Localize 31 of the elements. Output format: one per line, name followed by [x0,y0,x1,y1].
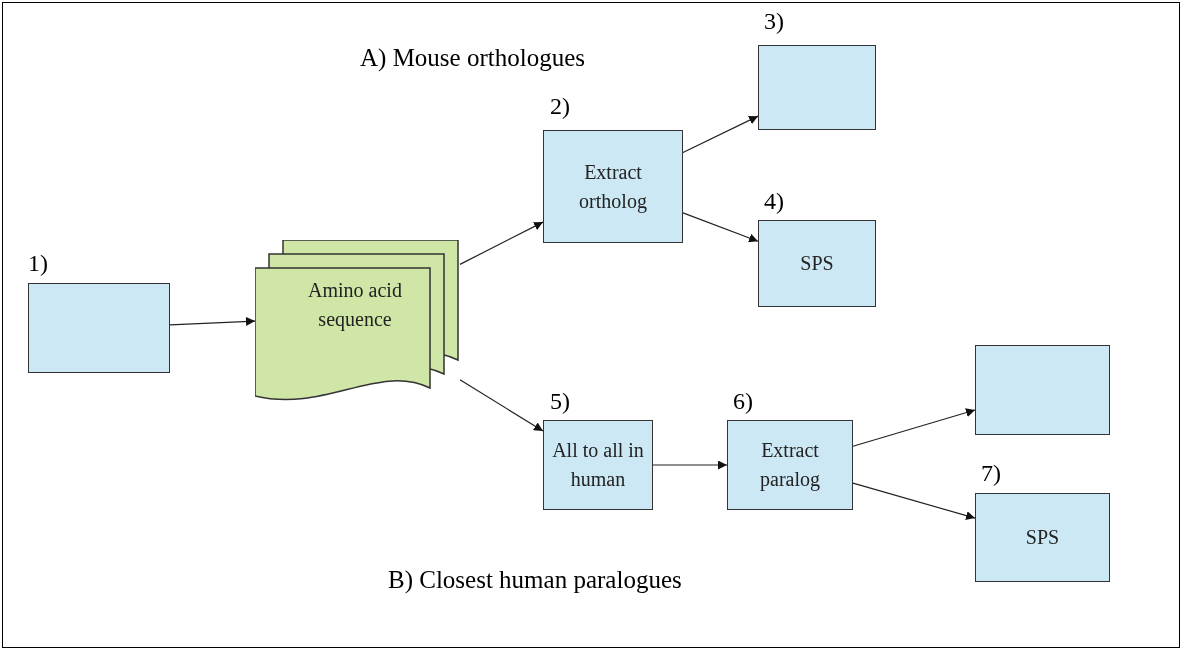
step-number: 7) [981,460,1001,487]
arrow [169,316,256,326]
process-box [543,130,683,243]
process-box [975,345,1110,435]
arrow [852,408,976,447]
step-number: 2) [550,93,570,120]
step-number: 3) [764,8,784,35]
node-text: SPS [800,251,834,276]
node-text: Extract paralog [759,438,821,493]
node-text: Amino acid sequence [307,278,403,333]
arrow [682,212,759,243]
node-text: All to all in human [551,438,645,492]
process-box [975,493,1110,582]
node-text: SPS [1025,525,1060,550]
node-text: Extract ortholog [578,159,648,215]
process-box [727,420,853,510]
arrow [459,379,544,432]
section-label: B) Closest human paralogues [388,566,682,594]
step-number: 6) [733,388,753,415]
arrow [852,482,976,520]
arrow [459,221,544,265]
process-box [28,283,170,373]
arrow [682,115,759,154]
process-box [758,220,876,307]
process-box [758,45,876,130]
process-box [543,420,653,510]
step-number: 1) [28,250,48,277]
step-number: 5) [550,388,570,415]
arrow [652,460,728,470]
section-label: A) Mouse orthologues [360,44,585,72]
step-number: 4) [764,188,784,215]
